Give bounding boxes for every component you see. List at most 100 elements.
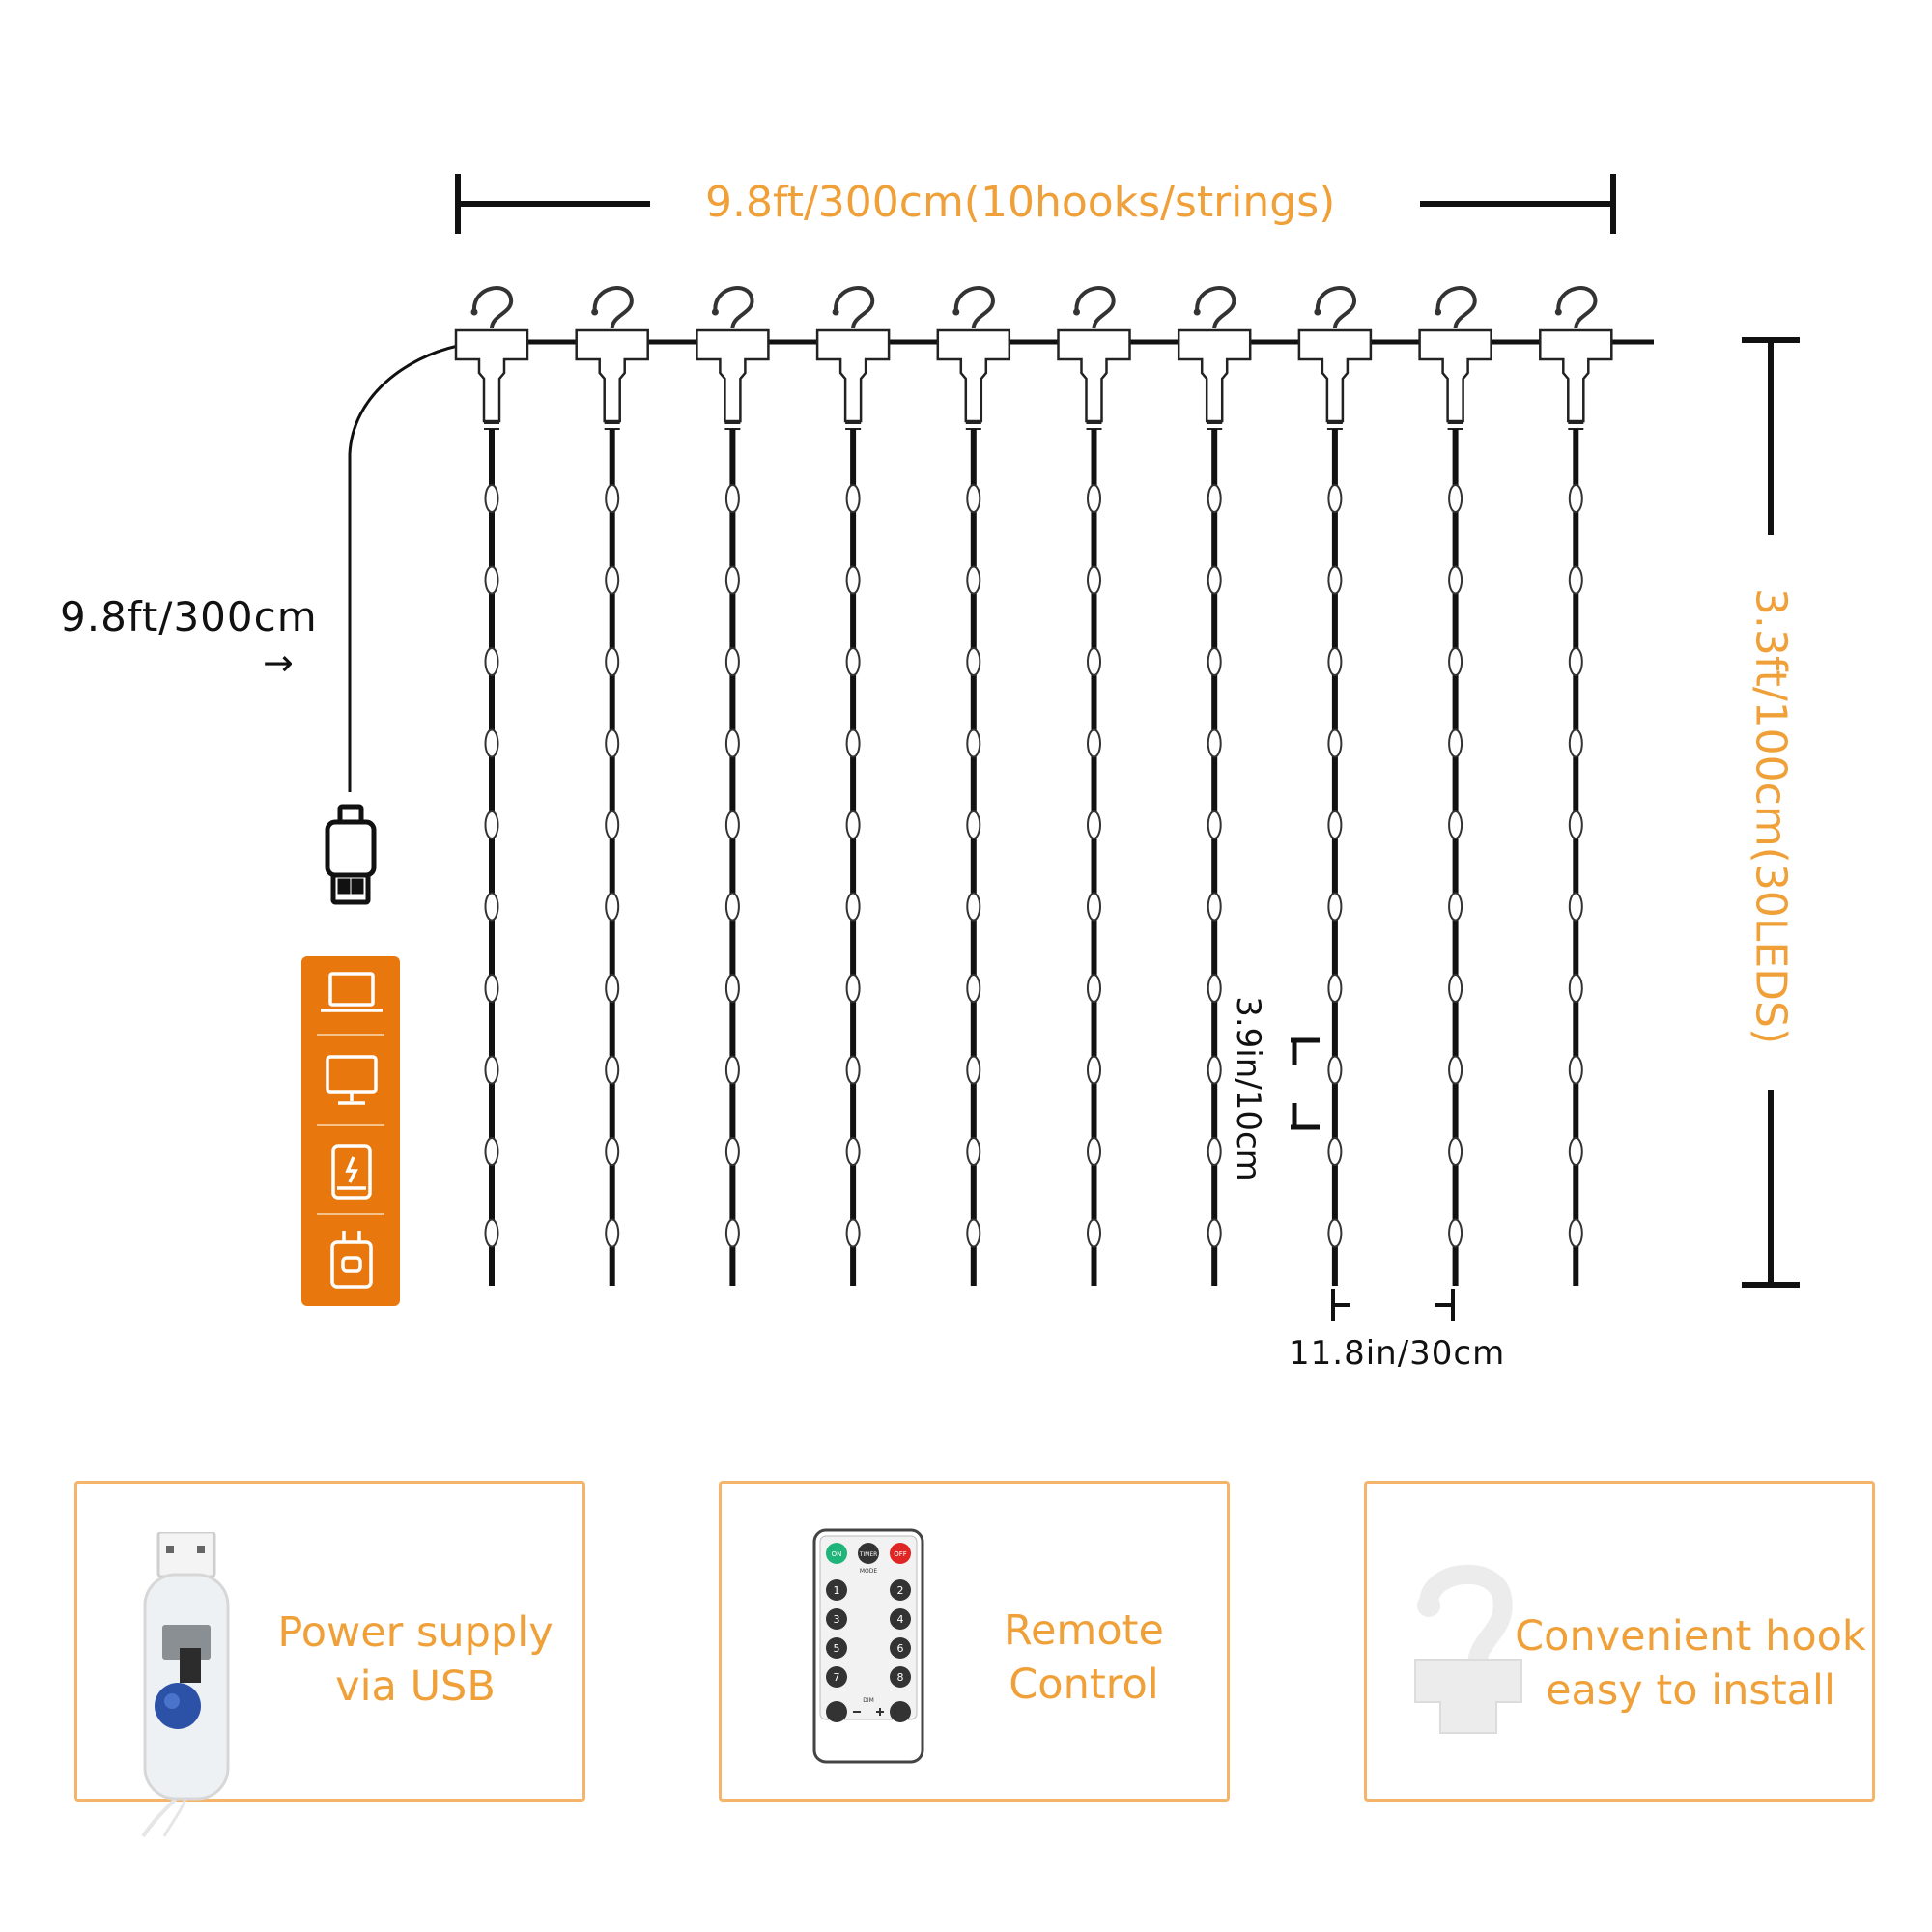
feature-remote-line1: Remote [1004,1606,1164,1655]
led-bulb [484,1218,499,1248]
led-bulb [1568,484,1583,513]
led-bulb [724,1055,740,1085]
cable-length-label: 9.8ft/300cm [60,593,318,640]
light-string [575,286,649,1286]
led-bulb [1087,647,1101,676]
led-bulb [845,728,861,758]
remote-number-key [890,1666,911,1688]
led-bulb [1087,1055,1101,1085]
led-bulb [1448,647,1463,676]
hook-clip [815,328,891,423]
hook-icon [592,286,634,329]
remote-number-label: 5 [834,1642,840,1655]
led-bulb [1448,728,1463,758]
led-bulb [845,1137,861,1166]
led-bulb [1087,892,1101,922]
led-bulb [484,1137,499,1166]
led-bulb [605,484,620,513]
hook-clip [696,328,770,423]
remote-number-key [826,1608,847,1630]
led-bulb [1207,1055,1222,1085]
led-bulb [845,647,861,676]
string-spacing-label: 11.8in/30cm [1289,1334,1506,1373]
led-bulb [605,810,620,839]
monitor-icon [326,1055,378,1105]
led-bulb [1087,565,1101,595]
hook-icon [1414,1565,1522,1734]
led-bulb [1568,1218,1583,1248]
power-bank-icon [331,1144,372,1200]
remote-number-label: 8 [897,1671,904,1684]
led-bulb [966,647,981,676]
led-bulb [605,974,620,1003]
light-string [1177,286,1252,1286]
led-spacing-label: 3.9in/10cm [1229,996,1267,1181]
led-bulb [845,565,861,595]
light-string [1539,286,1613,1286]
led-bulb [1087,810,1101,839]
led-bulb [1448,974,1463,1003]
led-bulb [1327,1137,1343,1166]
led-bulb [966,565,981,595]
led-bulb [484,484,499,513]
led-bulb [484,647,499,676]
led-bulb [1568,810,1583,839]
led-bulb [724,1137,740,1166]
light-string [936,286,1011,1286]
arrow-right-icon: → [263,641,294,684]
hook-clip [1057,328,1131,423]
led-bulb [1448,1218,1463,1248]
feature-card-usb: Power supply via USB [74,1481,585,1838]
led-bulb [1327,892,1343,922]
remote-number-label: 4 [897,1613,904,1626]
feature-card-hook: Convenient hook easy to install [1364,1481,1875,1802]
width-label: 9.8ft/300cm(10hooks/strings) [705,178,1336,227]
led-bulb [1207,484,1222,513]
usb-plug-icon [325,804,377,905]
led-bulb [484,1055,499,1085]
remote-dim-label: DIM [863,1697,874,1704]
led-bulb [1087,1137,1101,1166]
hook-icon [1315,286,1356,329]
led-bulb [724,647,740,676]
led-bulb [1448,1137,1463,1166]
led-bulb [1327,647,1343,676]
laptop-icon [321,972,383,1012]
wall-adapter-icon [330,1231,373,1289]
led-bulb [724,565,740,595]
remote-number-key [890,1579,911,1601]
width-dimension [455,174,1616,234]
led-bulb [1207,647,1222,676]
led-bulb [966,810,981,839]
feature-usb-text: Power supply via USB [261,1605,570,1714]
hook-icon [953,286,995,329]
led-bulb [966,484,981,513]
remote-number-key [826,1579,847,1601]
led-bulb [966,1218,981,1248]
led-bulb [605,728,620,758]
remote-on-key: ON [832,1550,842,1558]
feed-cable [348,344,459,792]
hook-clip [1418,328,1492,423]
hook-icon [1435,286,1477,329]
led-bulb [605,647,620,676]
led-bulb [1087,1218,1101,1248]
led-bulb [1087,484,1101,513]
led-bulb [605,565,620,595]
hook-clip [1539,328,1613,423]
led-bulb [1568,728,1583,758]
remote-number-label: 7 [834,1671,840,1684]
hook-clip [575,328,649,423]
led-bulb [1327,974,1343,1003]
led-bulb [1207,1218,1222,1248]
led-bulb [1327,1055,1343,1085]
led-bulb [1207,565,1222,595]
led-bulb [966,1055,981,1085]
remote-mode-label: MODE [860,1568,878,1575]
string-spacing-dimension [1331,1289,1455,1321]
hook-icon [713,286,754,329]
led-bulb [966,892,981,922]
light-string [454,286,529,1286]
led-bulb [1568,1055,1583,1085]
hook-icon [1074,286,1116,329]
